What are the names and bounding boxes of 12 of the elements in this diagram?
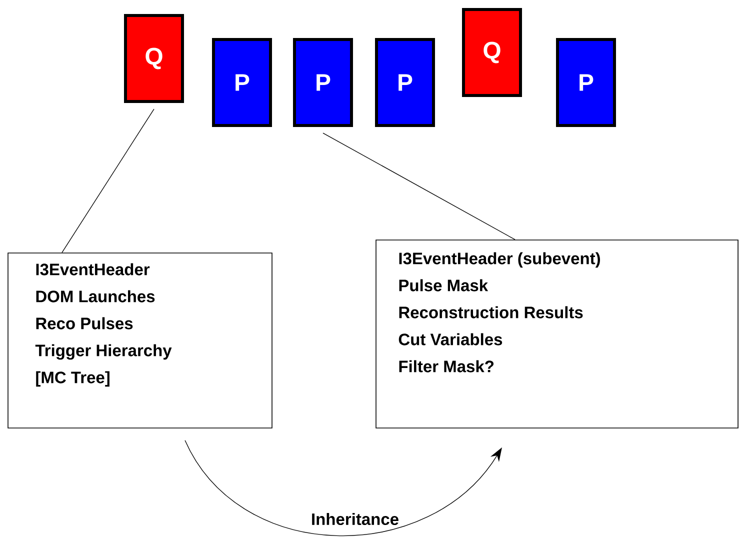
connector-line [62, 108, 154, 253]
card: P [293, 38, 353, 127]
card: Q [462, 8, 522, 97]
connector-line [322, 132, 516, 240]
card: P [375, 38, 435, 127]
text-box: I3EventHeader DOM Launches Reco Pulses Trigger Hierarchy [MC Tree] [8, 252, 272, 428]
card: Q [124, 14, 184, 103]
curved-arrow [184, 440, 502, 536]
card: P [556, 38, 616, 127]
edge-label: Inheritance [310, 512, 400, 526]
card: P [212, 38, 272, 127]
text-box: I3EventHeader (subevent) Pulse Mask Reconstruction Results Cut Variables Filter Mask? [376, 240, 738, 428]
